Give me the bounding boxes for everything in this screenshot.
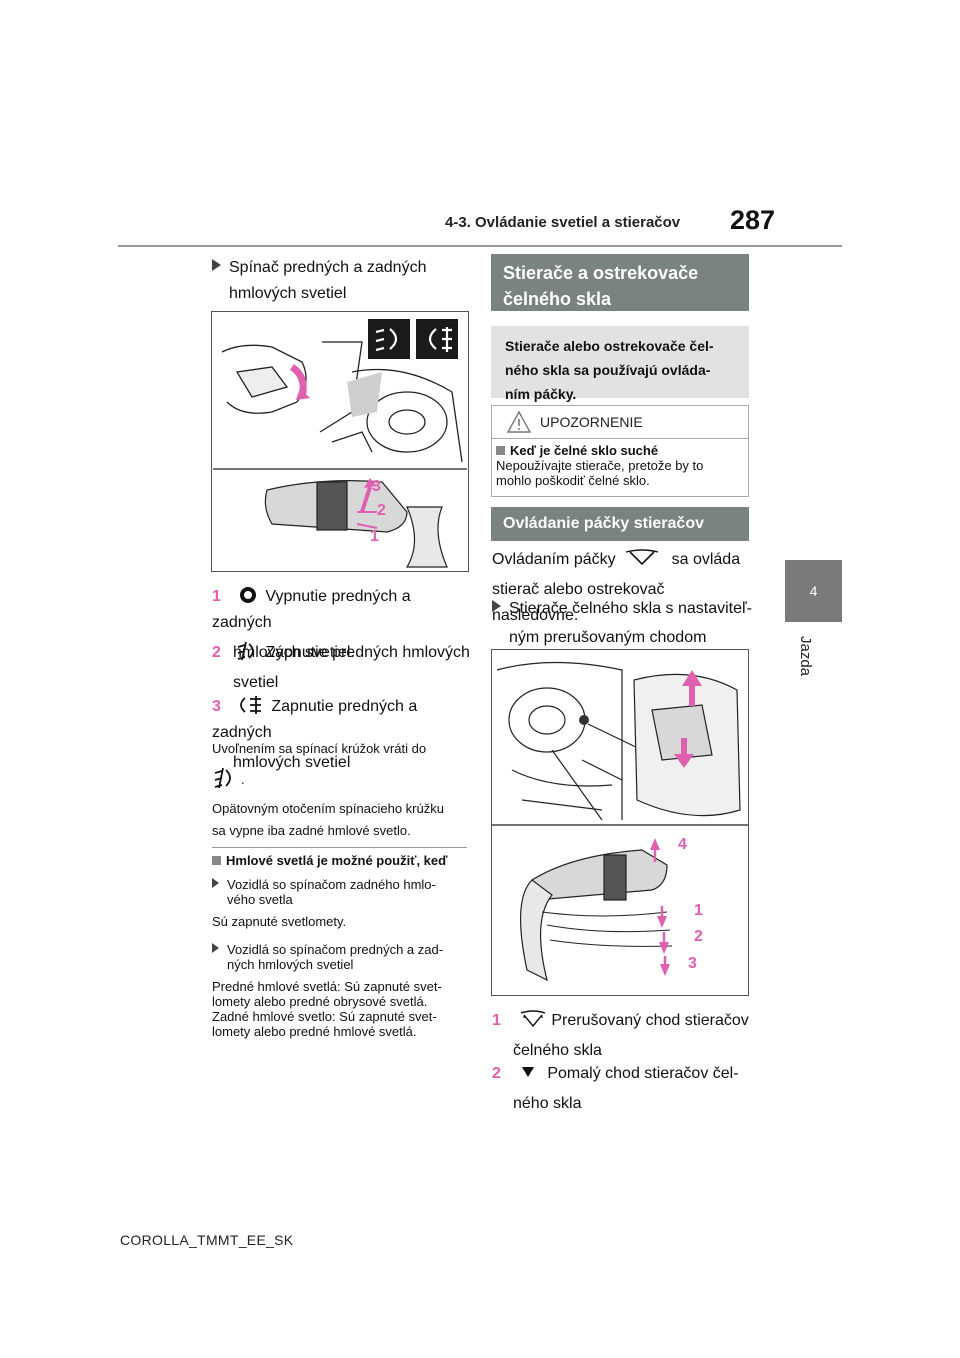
callout-3: 3 bbox=[688, 955, 697, 972]
front-fog-light-icon bbox=[214, 767, 231, 789]
note-release-icon-line: . bbox=[212, 767, 272, 789]
bullet-triangle-icon bbox=[212, 259, 221, 271]
bullet-triangle-icon bbox=[492, 600, 501, 612]
fog-switch-illustration bbox=[213, 319, 467, 568]
callout-3: 3 bbox=[372, 478, 381, 495]
wipers-section-title: Stierače a ostrekovače čelného skla bbox=[491, 254, 749, 311]
warning-triangle-icon bbox=[506, 410, 532, 433]
document-code: COROLLA_TMMT_EE_SK bbox=[120, 1232, 294, 1248]
callout-4: 4 bbox=[678, 836, 687, 853]
callout-2: 2 bbox=[377, 502, 386, 519]
square-bullet-icon bbox=[212, 856, 221, 865]
off-ring-icon bbox=[240, 587, 257, 603]
bullet-triangle-icon bbox=[212, 943, 219, 953]
section-title: 4-3. Ovládanie svetiel a stieračov bbox=[445, 214, 681, 231]
fog-usage-paragraph: Predné hmlové svetlá: Sú zapnuté svet- l… bbox=[212, 979, 442, 1039]
fog-item-2: 2 Zapnutie predných hmlových svetiel bbox=[212, 640, 474, 696]
wiper-item-2: 2 Pomalý chod stieračov čel- ného skla bbox=[492, 1065, 739, 1112]
wiper-lever-illustration bbox=[492, 661, 748, 982]
sub-bullet-rear: Vozidlá so spínačom zadného hmlo- vého s… bbox=[212, 877, 474, 907]
rear-fog-light-icon bbox=[240, 696, 262, 714]
callout-1: 1 bbox=[694, 902, 703, 919]
wiper-lever-figure: 4 1 2 3 bbox=[491, 649, 749, 996]
callout-2: 2 bbox=[694, 928, 703, 945]
sub-text-headlights: Sú zapnuté svetlomety. bbox=[212, 914, 347, 929]
wiper-item-1: 1 Prerušovaný chod stieračov čelného skl… bbox=[492, 1008, 754, 1064]
wiper-bullet: Stierače čelného skla s nastaviteľ- ným … bbox=[492, 596, 754, 651]
wiper-intermittent-icon bbox=[521, 1010, 546, 1028]
sub-bullet-front-rear: Vozidlá so spínačom predných a zad- ných… bbox=[212, 942, 474, 972]
chapter-tab: 4 bbox=[785, 560, 842, 622]
fog-switch-figure: 3 2 1 bbox=[211, 311, 469, 572]
note-release: Uvoľnením sa spínací krúžok vráti do bbox=[212, 741, 427, 756]
bullet-triangle-icon bbox=[212, 878, 219, 888]
wipers-intro: Stierače alebo ostrekovače čel- ného skl… bbox=[491, 326, 749, 402]
down-triangle-icon bbox=[522, 1067, 535, 1077]
front-fog-light-icon bbox=[238, 641, 255, 661]
square-bullet-icon bbox=[496, 446, 505, 455]
divider bbox=[212, 847, 467, 848]
chapter-label: Jazda bbox=[797, 636, 814, 677]
warning-box: UPOZORNENIE Keď je čelné sklo suché Nepo… bbox=[491, 405, 749, 497]
fog-item-3: 3 Zapnutie predných a zadných hmlových s… bbox=[212, 694, 474, 776]
wiper-lever-icon bbox=[625, 549, 658, 566]
header-rule bbox=[118, 245, 842, 247]
fog-item-1: 1 Vypnutie predných a zadných hmlových s… bbox=[212, 587, 411, 661]
page-number: 287 bbox=[730, 205, 776, 235]
fog-usage-subhead: Hmlové svetlá je možné použiť, keď bbox=[212, 853, 474, 868]
callout-1: 1 bbox=[370, 528, 379, 545]
warning-title: UPOZORNENIE bbox=[540, 414, 643, 430]
fog-switch-heading: Spínač predných a zadných hmlových sveti… bbox=[212, 255, 472, 307]
note-rotate: Opätovným otočením spínacieho krúžku sa … bbox=[212, 801, 444, 838]
lever-operation-title: Ovládanie páčky stieračov bbox=[491, 507, 749, 541]
